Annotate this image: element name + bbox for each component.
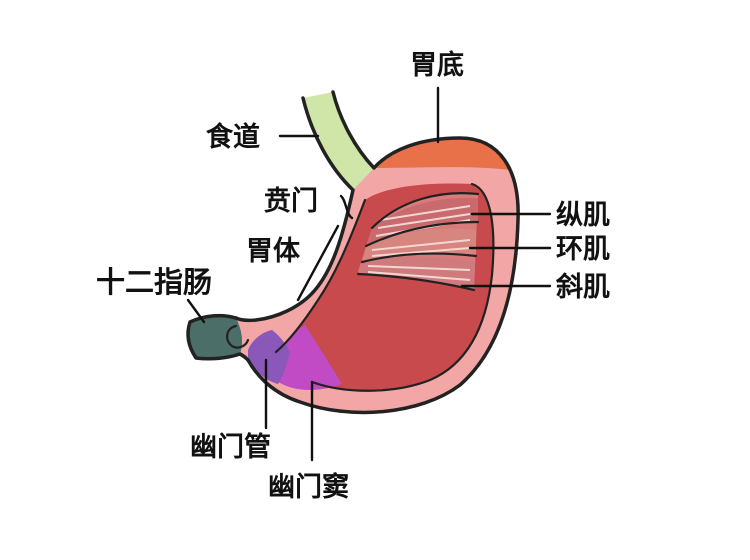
- label-circular: 环肌: [556, 234, 610, 265]
- oblique-muscle-band: [358, 256, 475, 290]
- duodenum-region: [188, 315, 243, 359]
- label-oblique: 斜肌: [555, 272, 610, 303]
- label-cardia: 贲门: [264, 186, 318, 217]
- stomach-inner-outline-2: [310, 182, 495, 392]
- leader-body: [296, 224, 340, 302]
- duodenum-outline: [186, 313, 250, 362]
- stomach-inner-outline: [274, 198, 367, 354]
- fundus-region: [374, 138, 510, 170]
- esophagus-outline-right: [331, 90, 376, 170]
- muscle-divider-2: [360, 252, 478, 264]
- esophagus-region: [303, 92, 374, 190]
- muscle-fibres: [367, 205, 471, 281]
- label-duodenum: 十二指肠: [96, 265, 212, 299]
- cardia-bracket: [339, 194, 354, 220]
- label-longitudinal: 纵肌: [556, 200, 610, 231]
- label-pyloric-canal: 幽门管: [190, 432, 271, 463]
- muscle-divider-1: [364, 220, 480, 248]
- stomach-lesser-curvature-outline: [234, 188, 355, 323]
- label-pyloric-antrum: 幽门窦: [268, 471, 349, 503]
- leader-duodenum: [186, 298, 206, 324]
- label-esophagus: 食道: [206, 121, 260, 153]
- label-body: 胃体: [246, 236, 301, 267]
- muscle-window-edge: [370, 192, 480, 230]
- pyloric-canal-region: [248, 330, 290, 384]
- esophagus-outline: [301, 96, 355, 192]
- muscle-divider-3: [356, 272, 476, 292]
- stomach-outer-outline: [246, 136, 520, 415]
- pylorus-sphincter: [226, 324, 250, 349]
- label-fundus: 胃底: [410, 49, 464, 81]
